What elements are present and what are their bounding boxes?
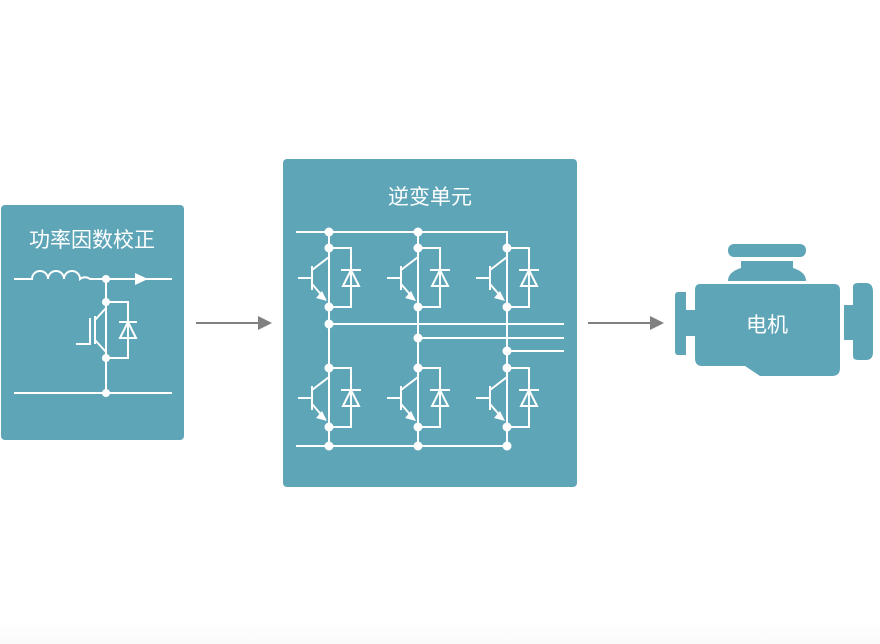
junction-node xyxy=(324,441,334,451)
motor-block: 电机 xyxy=(675,244,873,376)
leg-2-upper-diode-symbol xyxy=(430,267,450,287)
motor-neck xyxy=(728,261,806,281)
pfc-diode-symbol xyxy=(118,319,138,339)
leg-2-lower-emitter-arrow-icon xyxy=(405,411,416,421)
leg-1-upper-emitter-arrow-icon xyxy=(316,291,327,301)
leg-1-upper-diode-symbol xyxy=(341,267,361,287)
leg-1-lower-emitter-arrow-icon xyxy=(316,411,327,421)
junction-node xyxy=(502,422,512,432)
junction-node xyxy=(324,302,334,312)
junction-node xyxy=(502,243,512,253)
leg-3-upper-transistor-symbol xyxy=(476,248,508,300)
junction-node xyxy=(413,441,423,451)
arrow-head-icon xyxy=(258,316,272,330)
motor-title: 电机 xyxy=(746,313,788,337)
leg-3-lower-transistor-symbol xyxy=(476,368,508,420)
junction-node xyxy=(502,346,512,356)
junction-node xyxy=(413,302,423,312)
leg-3-upper-diode-loop xyxy=(507,247,530,308)
leg-3-lower-diode-loop xyxy=(507,367,530,428)
inverter-title: 逆变单元 xyxy=(388,185,472,209)
junction-node xyxy=(413,422,423,432)
pfc-title: 功率因数校正 xyxy=(29,228,155,252)
leg-1-upper-diode-loop xyxy=(329,247,352,308)
junction-node xyxy=(502,441,512,451)
motor-top-cap xyxy=(728,244,806,257)
leg-2-lower-diode-symbol xyxy=(430,387,450,407)
pfc-nodes xyxy=(102,275,110,397)
pfc-output-arrow-icon xyxy=(135,273,148,285)
junction-node xyxy=(324,243,334,253)
junction-node xyxy=(324,227,334,237)
junction-node xyxy=(324,422,334,432)
leg-1-lower-diode-loop xyxy=(329,367,352,428)
arrow-head-icon xyxy=(650,316,664,330)
leg-3-upper-emitter-arrow-icon xyxy=(494,291,505,301)
leg-2-upper-diode-loop xyxy=(418,247,441,308)
junction-node xyxy=(324,363,334,373)
pfc-circuit xyxy=(14,270,172,394)
junction-node xyxy=(324,319,334,329)
junction-node xyxy=(413,243,423,253)
pfc-block: 功率因数校正 xyxy=(1,205,184,440)
inverter-circuit xyxy=(296,231,564,447)
motor-body xyxy=(695,284,840,376)
inverter-nodes xyxy=(316,227,512,451)
leg-2-upper-transistor-symbol xyxy=(387,248,419,300)
pfc-diode-loop xyxy=(106,301,129,359)
flow-arrow-inverter-to-motor xyxy=(588,316,664,330)
inductor-wire xyxy=(14,270,172,282)
pfc-igbt-symbol xyxy=(76,307,107,353)
motor-right-flange xyxy=(844,283,873,360)
leg-3-upper-diode-symbol xyxy=(519,267,539,287)
flow-arrow-pfc-to-inverter xyxy=(196,316,272,330)
leg-2-lower-transistor-symbol xyxy=(387,368,419,420)
pfc-box xyxy=(1,205,184,440)
leg-2-upper-emitter-arrow-icon xyxy=(405,291,416,301)
leg-1-lower-transistor-symbol xyxy=(298,368,330,420)
leg-3-lower-emitter-arrow-icon xyxy=(494,411,505,421)
junction-node xyxy=(502,363,512,373)
inverter-block: 逆变单元 xyxy=(283,159,577,487)
motor-left-flange xyxy=(675,292,695,355)
junction-node xyxy=(413,363,423,373)
leg-1-upper-transistor-symbol xyxy=(298,248,330,300)
junction-node xyxy=(413,333,423,343)
junction-node xyxy=(502,302,512,312)
leg-3-lower-diode-symbol xyxy=(519,387,539,407)
leg-1-lower-diode-symbol xyxy=(341,387,361,407)
leg-2-lower-diode-loop xyxy=(418,367,441,428)
junction-node xyxy=(413,227,423,237)
